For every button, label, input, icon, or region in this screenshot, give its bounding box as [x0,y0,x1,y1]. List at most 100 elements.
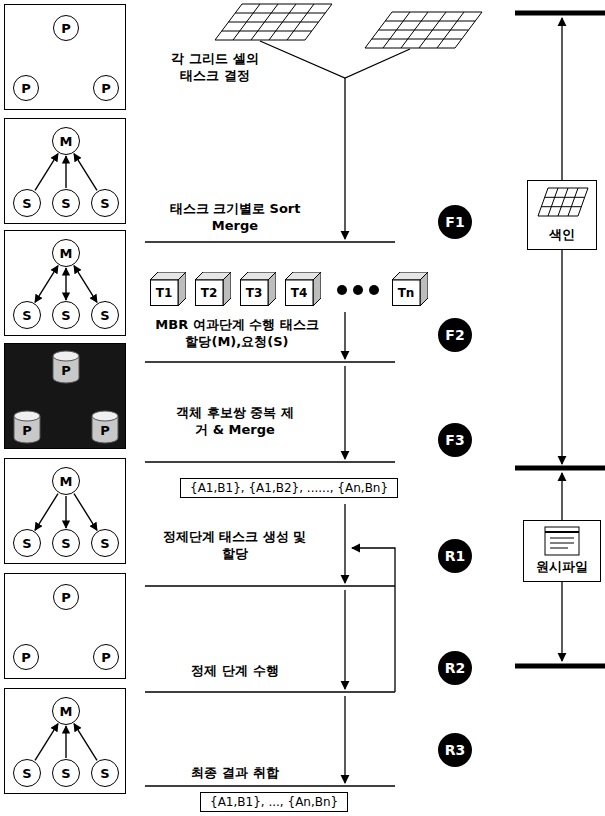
node-text: P [13,419,41,441]
task-cube: T4 [285,272,321,306]
storage-bar [515,11,605,16]
grid-line [419,12,446,48]
message-arrow [74,724,97,761]
processor-circle: M [52,697,80,725]
grid-line [383,12,410,48]
message-arrow [74,494,97,531]
processor-circle: P [93,75,119,101]
node-text: P [101,82,111,95]
processor-circle: S [13,189,41,217]
node-text: P [21,82,31,95]
node-text: S [61,767,70,780]
step-marker: F2 [438,318,472,352]
processor-circle: S [52,301,80,329]
node-text: T2 [195,280,223,306]
node-text: 색인 [549,226,575,244]
step-label: 각 그리드 셀의 태스크 결정 [165,50,265,84]
processor-circle: S [52,529,80,557]
node-text: 원시파일 [536,558,588,576]
stage-rule [145,461,395,463]
file-line [550,543,574,544]
flow-arrow [344,504,345,583]
node-text: P [61,22,71,35]
processor-circle: S [13,529,41,557]
node-text: T1 [150,280,178,306]
processor-circle: S [91,189,119,217]
step-marker: R2 [438,651,472,685]
grid-map [215,4,332,40]
processor-circle: S [13,759,41,787]
node-text: P [52,359,80,381]
flow-arrow [344,312,345,359]
cube-front [286,280,314,306]
ellipsis-dot [337,285,347,295]
node-text: {A1,B1}, ..., {An,Bn} [210,795,338,809]
node-text: F3 [445,433,464,447]
step-marker: R3 [438,733,472,767]
message-arrow [35,494,58,531]
file-sheet [545,527,579,555]
processor-circle: M [52,127,80,155]
grid-line [229,22,319,23]
node-text: S [100,197,109,210]
ellipsis-dot [353,285,363,295]
cube-front [151,280,179,306]
access-arrow [561,473,562,520]
flow-arrow [344,366,345,459]
disk-top [53,351,79,361]
grid-line [437,12,464,48]
storage-bar [515,664,605,669]
grid-line [251,4,278,40]
grid-line [372,39,462,40]
step-marker: F1 [438,205,472,239]
task-cube: T2 [195,272,231,306]
processor-disk: P [52,350,80,384]
disk-top [92,411,118,421]
task-cube: Tn [392,272,428,306]
processor-storage-panel: P P P [4,343,126,449]
task-cube: T1 [150,272,186,306]
node-text: S [22,309,31,322]
node-text: R1 [445,549,466,563]
message-arrow [65,268,66,300]
grid-line [379,30,469,31]
node-text: S [61,309,70,322]
step-marker: R1 [438,539,472,573]
processor-circle: P [53,584,79,610]
node-text: P [101,651,111,664]
storage-box: 색인 [527,180,597,250]
node-text: {A1,B1}, {A1,B2}, ......, {An,Bn} [190,481,388,495]
index-icon [538,188,588,216]
task-cube: T3 [240,272,276,306]
grid-line [558,188,568,216]
disk-top [14,411,40,421]
step-label: 태스크 크기별로 Sort Merge [165,200,305,234]
processor-circle: M [52,239,80,267]
cube-side [268,272,276,306]
grid-line [385,21,475,22]
grid-line [235,13,325,14]
ellipsis-dot [369,285,379,295]
node-text: P [91,419,119,441]
node-text: M [60,247,73,260]
cube-side [223,272,231,306]
cube-front [196,280,224,306]
node-text: S [22,767,31,780]
storage-bar [515,466,605,471]
flow-arrow [344,78,345,239]
node-text: M [60,475,73,488]
node-text: P [21,651,31,664]
processor-disk: P [91,410,119,444]
flow-arrow [344,696,345,783]
node-text: S [61,197,70,210]
node-text: S [61,537,70,550]
file-line [550,548,568,549]
grid-outline [365,12,482,48]
grid-outline [538,188,588,216]
processor-circle: M [52,467,80,495]
grid-line [233,4,260,40]
node-text: S [100,537,109,550]
processor-circle: P [13,75,39,101]
step-label: 객체 후보쌍 중복 제거 & Merge [176,404,294,438]
grid-line [222,31,312,32]
